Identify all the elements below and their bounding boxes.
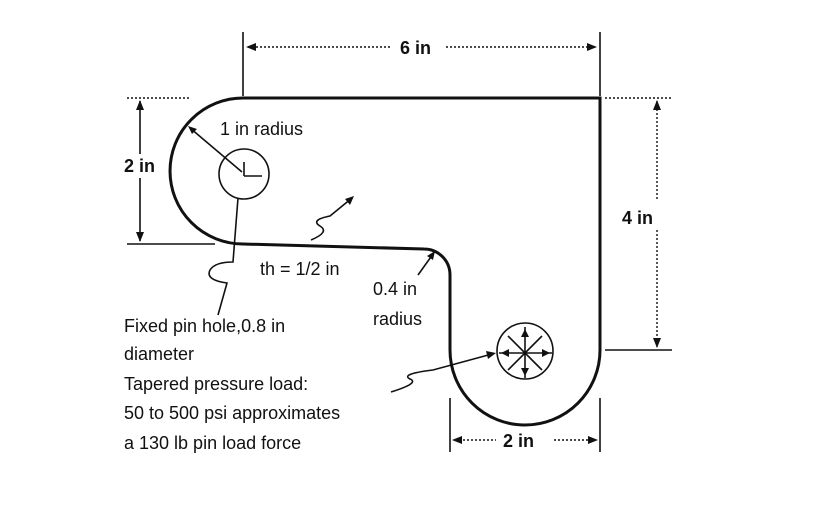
dimension-right — [605, 97, 672, 351]
load-leader — [390, 351, 496, 393]
thickness-leader — [310, 196, 354, 241]
label-thickness: th = 1/2 in — [260, 259, 340, 279]
label-fillet-1: 0.4 in — [373, 279, 417, 299]
dimension-left — [127, 97, 215, 245]
pressure-load-arrows — [499, 327, 552, 378]
label-pin-hole-1: Fixed pin hole,0.8 in — [124, 316, 285, 336]
label-fillet-2: radius — [373, 309, 422, 329]
dim-width-bottom: 2 in — [503, 431, 534, 451]
fixed-pin-hole — [218, 148, 270, 200]
label-1in-radius: 1 in radius — [220, 119, 303, 139]
label-load-2: 50 to 500 psi approximates — [124, 403, 340, 423]
label-load-3: a 130 lb pin load force — [124, 433, 301, 453]
bracket-outline — [168, 96, 602, 427]
dim-width-top: 6 in — [400, 38, 431, 58]
label-pin-hole-2: diameter — [124, 344, 194, 364]
dim-height-left: 2 in — [124, 156, 155, 176]
loaded-pin-hole — [496, 322, 554, 380]
label-load-1: Tapered pressure load: — [124, 374, 308, 394]
dim-height-right: 4 in — [622, 208, 653, 228]
dimension-top — [242, 32, 601, 96]
radius-leader — [188, 126, 243, 173]
fillet-leader — [417, 251, 435, 276]
dimension-bottom — [449, 398, 601, 452]
pin-hole-leader — [208, 197, 239, 316]
